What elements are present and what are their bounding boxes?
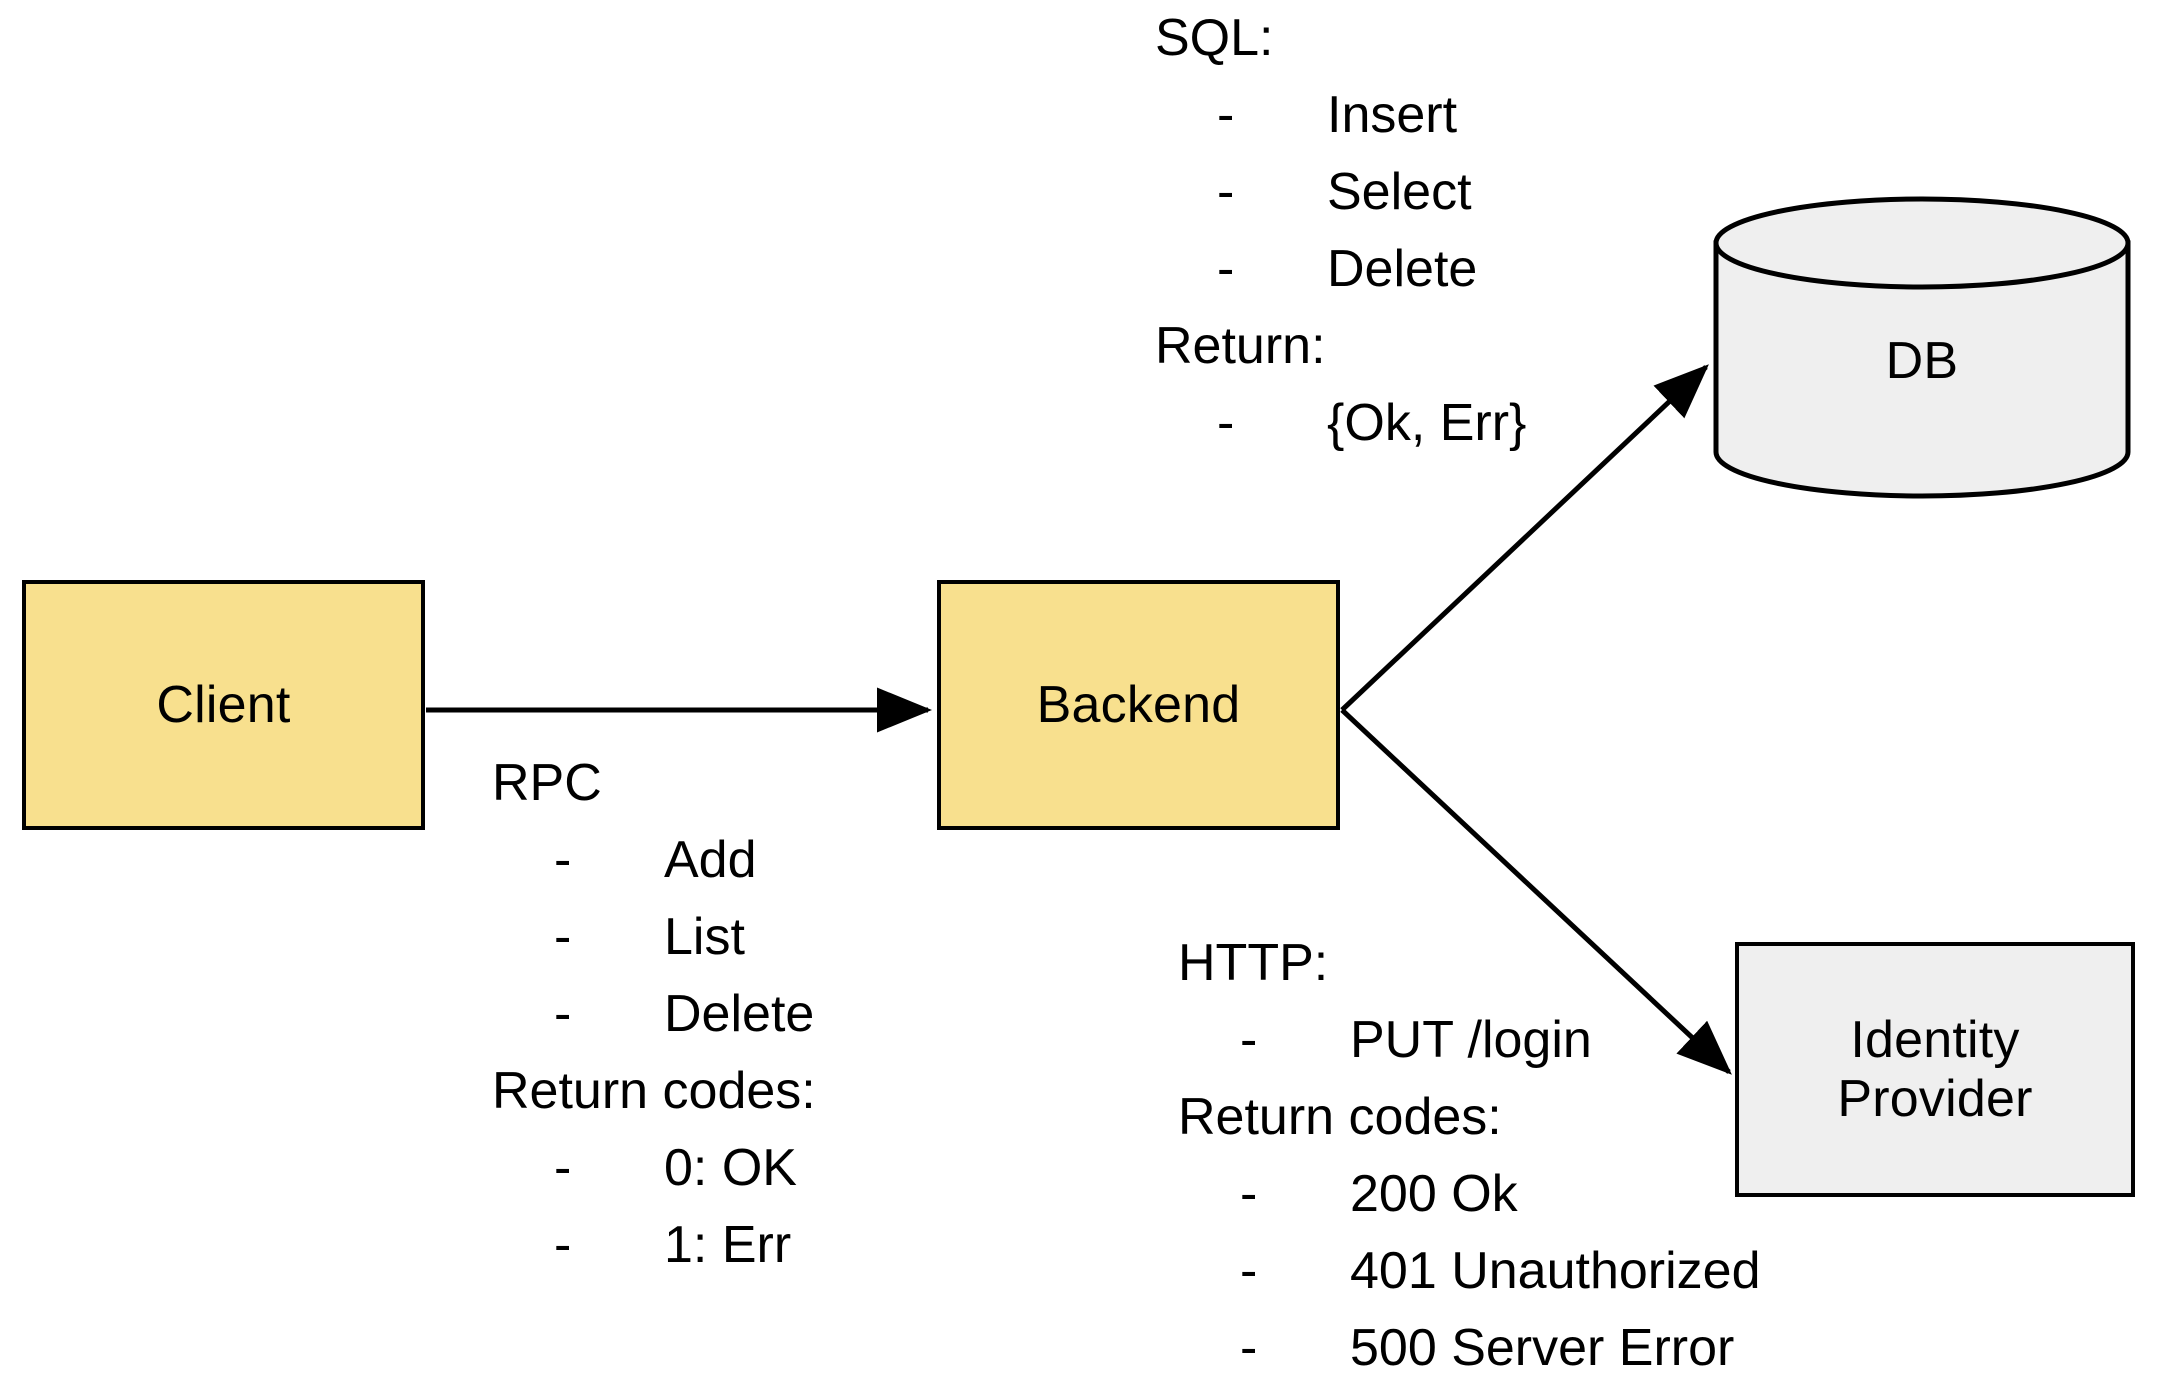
database-cylinder-icon	[1713, 196, 2131, 499]
sql-item-insert: - Insert	[1155, 77, 1526, 154]
node-identity-provider-label: Identity Provider	[1837, 1011, 2032, 1127]
bullet-dash-icon: -	[554, 1139, 572, 1197]
rpc-item-delete-label: Delete	[664, 985, 815, 1043]
sql-item-select: - Select	[1155, 154, 1526, 231]
sql-return-item-ok-err: - {Ok, Err}	[1155, 385, 1526, 462]
rpc-item-add-label: Add	[664, 831, 757, 889]
sql-return-item-ok-err-label: {Ok, Err}	[1327, 394, 1527, 452]
bullet-dash-icon: -	[554, 985, 572, 1043]
rpc-return-heading: Return codes:	[492, 1062, 816, 1120]
rpc-item-list-label: List	[664, 908, 745, 966]
http-heading: HTTP:	[1178, 934, 1329, 992]
http-item-put-login-label: PUT /login	[1350, 1011, 1592, 1069]
node-db-label: DB	[1885, 331, 1959, 390]
annotation-http: HTTP: - PUT /login Return codes: - 200 O…	[1178, 925, 1761, 1387]
sql-item-select-label: Select	[1327, 163, 1472, 221]
sql-item-insert-label: Insert	[1327, 86, 1458, 144]
bullet-dash-icon: -	[1240, 1242, 1258, 1300]
annotation-sql: SQL: - Insert - Select - Delete Return: …	[1155, 0, 1526, 462]
http-return-item-200-label: 200 Ok	[1350, 1165, 1518, 1223]
http-return-item-200: - 200 Ok	[1178, 1156, 1761, 1233]
rpc-item-list: - List	[492, 899, 816, 976]
node-client-label: Client	[156, 675, 291, 734]
bullet-dash-icon: -	[554, 1216, 572, 1274]
bullet-dash-icon: -	[1217, 240, 1235, 298]
sql-return-heading: Return:	[1155, 317, 1326, 375]
bullet-dash-icon: -	[1240, 1011, 1258, 1069]
sql-item-delete-label: Delete	[1327, 240, 1478, 298]
bullet-dash-icon: -	[1240, 1319, 1258, 1377]
bullet-dash-icon: -	[554, 908, 572, 966]
http-item-put-login: - PUT /login	[1178, 1002, 1761, 1079]
bullet-dash-icon: -	[1240, 1165, 1258, 1223]
node-identity-provider-label-line1: Identity	[1850, 1011, 2020, 1070]
node-identity-provider-label-line2: Provider	[1837, 1069, 2033, 1128]
node-identity-provider[interactable]: Identity Provider	[1735, 942, 2135, 1197]
rpc-heading: RPC	[492, 754, 602, 812]
bullet-dash-icon: -	[1217, 163, 1235, 221]
node-backend[interactable]: Backend	[937, 580, 1340, 830]
http-return-item-401-label: 401 Unauthorized	[1350, 1242, 1761, 1300]
sql-heading: SQL:	[1155, 9, 1274, 67]
node-db[interactable]: DB	[1712, 195, 2132, 500]
http-return-heading: Return codes:	[1178, 1088, 1502, 1146]
rpc-return-item-0-ok-label: 0: OK	[664, 1139, 797, 1197]
rpc-item-add: - Add	[492, 822, 816, 899]
http-return-item-401: - 401 Unauthorized	[1178, 1233, 1761, 1310]
rpc-return-item-1-err: - 1: Err	[492, 1207, 816, 1284]
bullet-dash-icon: -	[554, 831, 572, 889]
sql-item-delete: - Delete	[1155, 231, 1526, 308]
rpc-item-delete: - Delete	[492, 976, 816, 1053]
http-return-item-500-label: 500 Server Error	[1350, 1319, 1735, 1377]
http-return-item-500: - 500 Server Error	[1178, 1310, 1761, 1387]
annotation-rpc: RPC - Add - List - Delete Return codes: …	[492, 745, 816, 1284]
rpc-return-item-1-err-label: 1: Err	[664, 1216, 792, 1274]
node-backend-label: Backend	[1036, 675, 1241, 734]
node-client[interactable]: Client	[22, 580, 425, 830]
rpc-return-item-0-ok: - 0: OK	[492, 1130, 816, 1207]
bullet-dash-icon: -	[1217, 394, 1235, 452]
bullet-dash-icon: -	[1217, 86, 1235, 144]
